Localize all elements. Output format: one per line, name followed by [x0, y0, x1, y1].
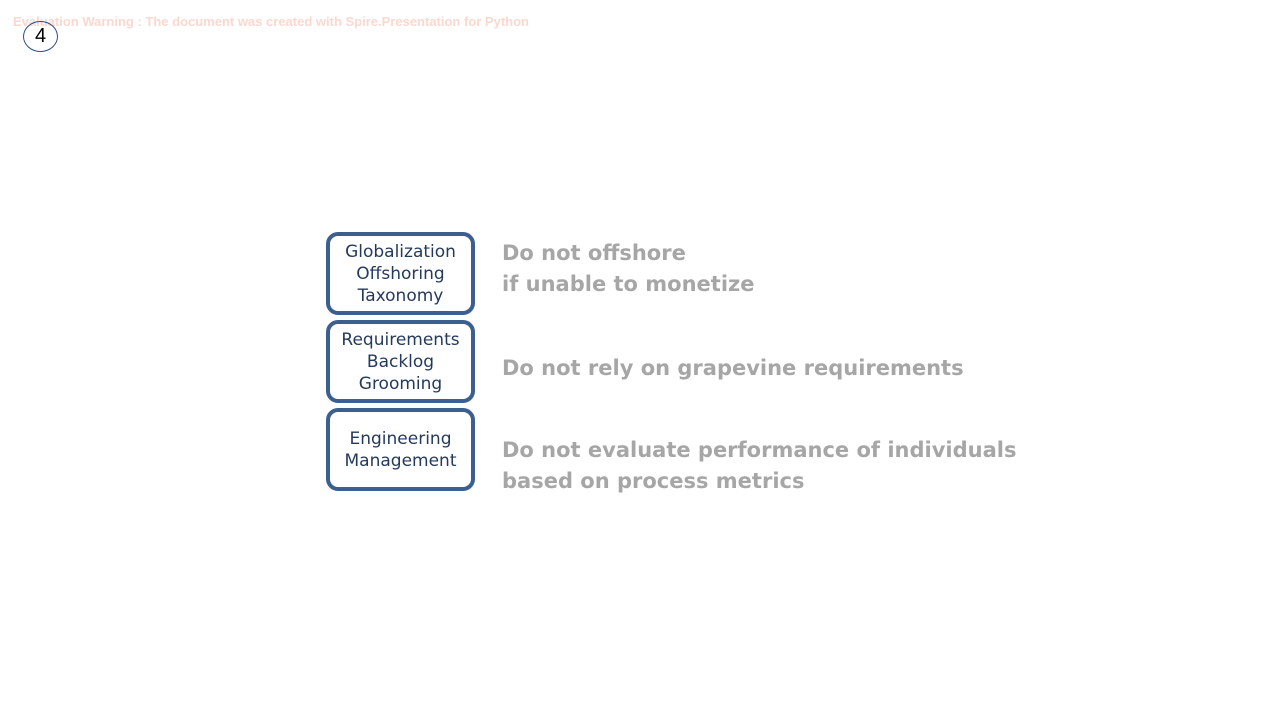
evaluation-watermark: Evaluation Warning : The document was cr… — [13, 14, 529, 29]
rule-line: based on process metrics — [502, 469, 805, 493]
rule-text-offshore: Do not offshore if unable to monetize — [502, 238, 754, 300]
topic-line: Grooming — [358, 373, 443, 394]
topic-box-engineering: Engineering Management — [326, 408, 475, 491]
slide-number-badge: 4 — [23, 21, 58, 52]
topic-line: Backlog — [366, 351, 435, 372]
topic-box-requirements: Requirements Backlog Grooming — [326, 320, 475, 403]
topic-line: Management — [344, 450, 457, 471]
topic-line: Offshoring — [356, 263, 445, 284]
rule-line: Do not offshore — [502, 241, 686, 265]
topic-box-globalization: Globalization Offshoring Taxonomy — [326, 232, 475, 315]
topic-line: Engineering — [349, 428, 452, 449]
topic-line: Requirements — [341, 329, 460, 350]
rule-line: if unable to monetize — [502, 272, 755, 296]
slide-number: 4 — [34, 25, 47, 47]
rule-line: Do not rely on grapevine requirements — [502, 356, 964, 380]
topic-line: Globalization — [345, 241, 456, 262]
rule-line: Do not evaluate performance of individua… — [502, 438, 1017, 462]
rule-text-requirements: Do not rely on grapevine requirements — [502, 353, 964, 384]
rule-text-performance: Do not evaluate performance of individua… — [502, 435, 1016, 497]
topic-line: Taxonomy — [357, 285, 444, 306]
